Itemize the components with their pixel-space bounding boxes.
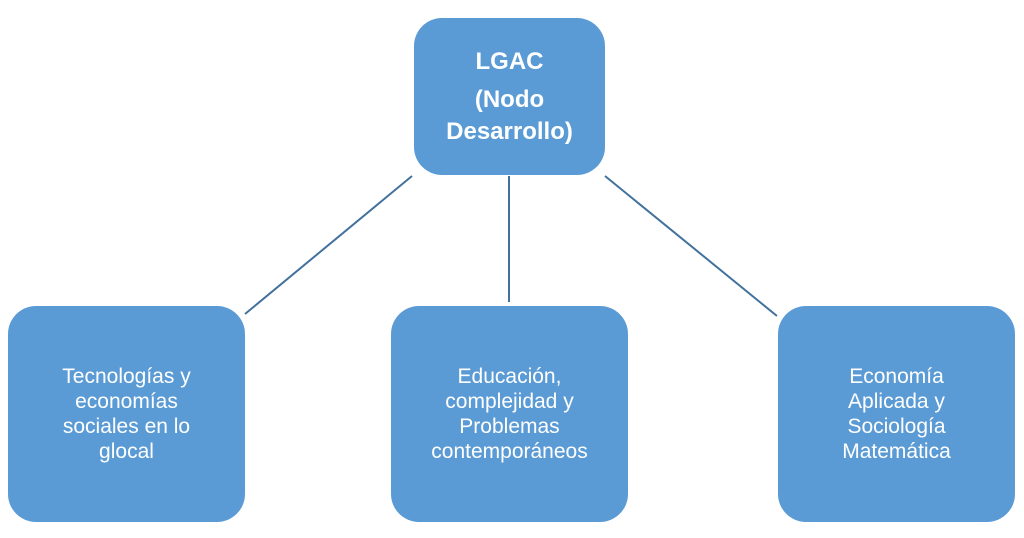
root-title: LGAC: [475, 47, 544, 75]
child-label: Economía Aplicada y Sociología Matemátic…: [842, 365, 951, 463]
connector-right: [604, 175, 778, 317]
child-node-tecnologias: Tecnologías y economías sociales en lo g…: [8, 306, 245, 522]
child-node-economia: Economía Aplicada y Sociología Matemátic…: [778, 306, 1015, 522]
root-subtitle: (Nodo Desarrollo): [446, 85, 573, 145]
child-label: Tecnologías y economías sociales en lo g…: [62, 365, 191, 463]
child-node-educacion: Educación, complejidad y Problemas conte…: [391, 306, 628, 522]
root-node: LGAC (Nodo Desarrollo): [414, 18, 605, 175]
connector-left: [244, 175, 413, 315]
child-label: Educación, complejidad y Problemas conte…: [431, 365, 588, 463]
